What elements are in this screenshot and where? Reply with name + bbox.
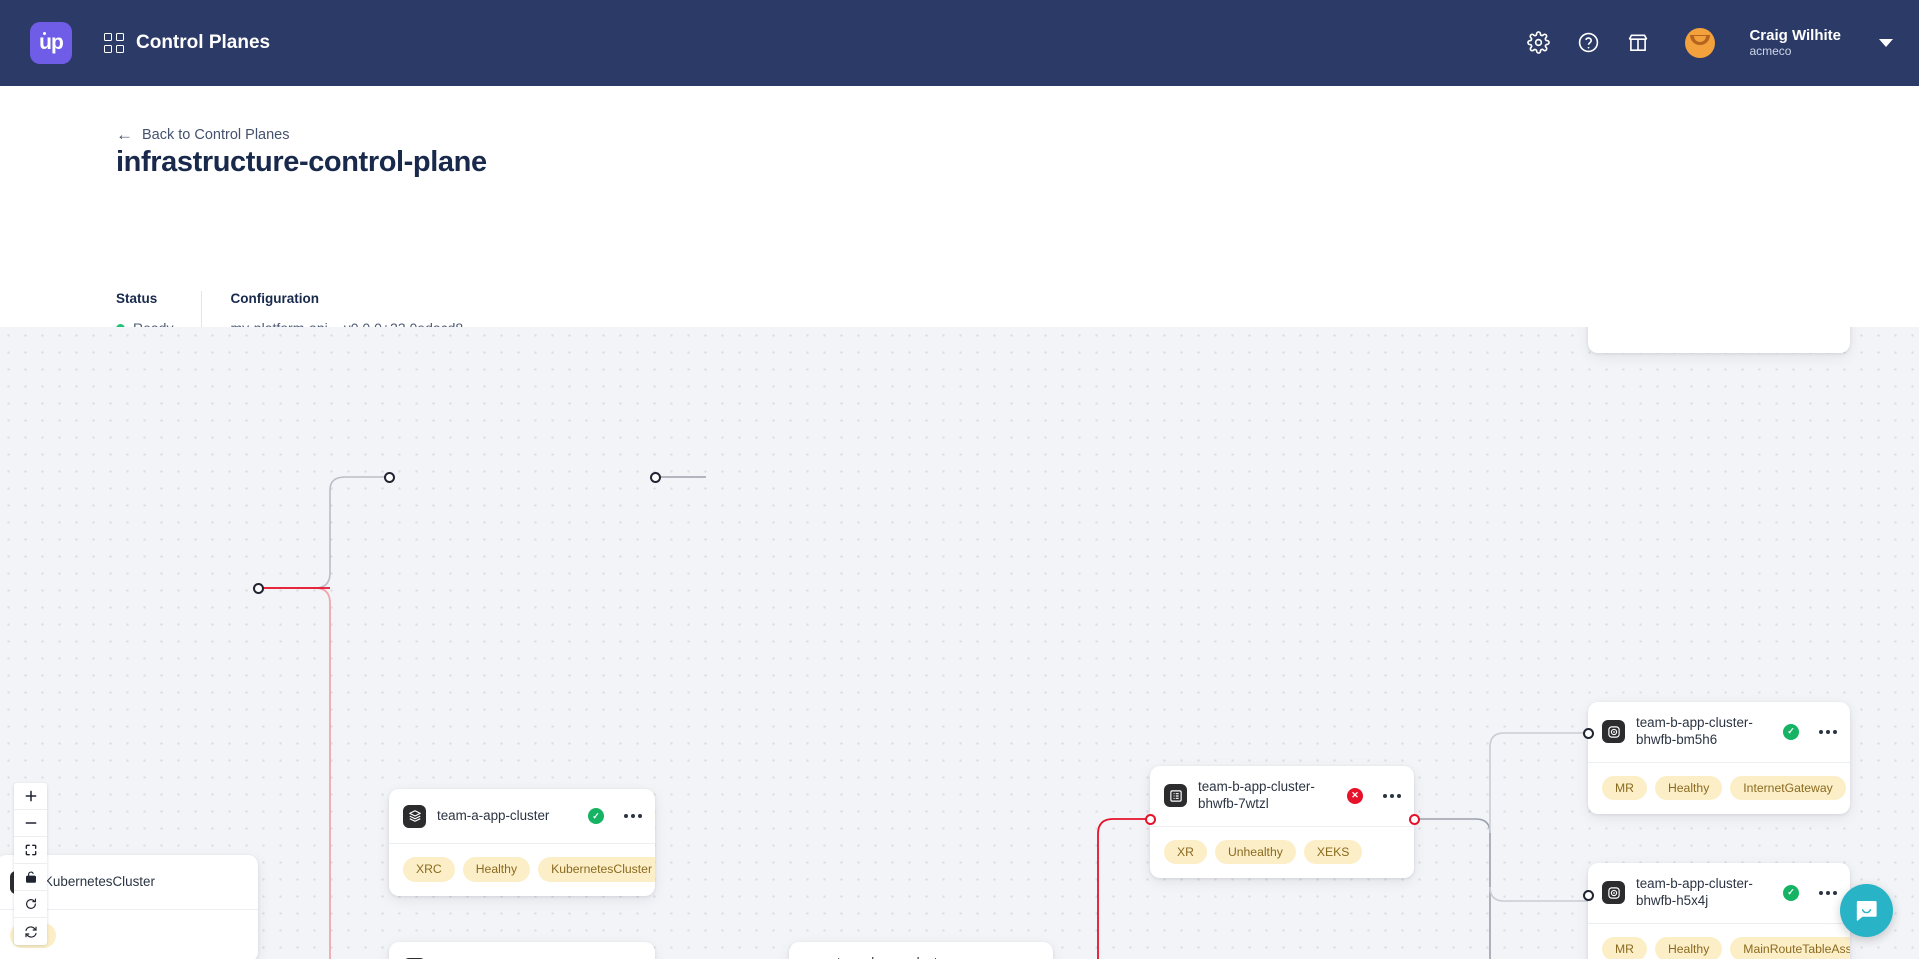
user-name: Craig Wilhite xyxy=(1749,27,1841,45)
pill-kind: XRC xyxy=(403,857,455,882)
resource-icon xyxy=(1602,720,1625,744)
status-healthy-icon: ✓ xyxy=(1783,884,1799,901)
pill-type: InternetGateway xyxy=(1730,775,1846,801)
node-title: team-a-app-cluster xyxy=(437,807,550,823)
node-title: team-b-app-cluster-bhwfb-h5x4j xyxy=(1636,876,1753,908)
status-healthy-icon: ✓ xyxy=(1783,723,1799,740)
node-bhwfb[interactable]: team-b-app-cluster-bhwfb ✕ XR Unhealthy … xyxy=(789,942,1053,959)
node-7wtzl[interactable]: team-b-app-cluster-bhwfb-7wtzl ✕ XR Unhe… xyxy=(1150,766,1414,879)
node-pills: XRC Healthy KubernetesCluster xyxy=(389,843,655,896)
node-menu-button[interactable] xyxy=(1819,729,1837,734)
port-bm5h6-in[interactable] xyxy=(1583,728,1594,739)
port-7wtzl-in[interactable] xyxy=(1145,814,1156,825)
grid-cell xyxy=(116,33,124,41)
graph-controls xyxy=(14,783,47,945)
node-pills: MR Healthy InternetGateway xyxy=(1588,761,1850,815)
pill-kind: XR xyxy=(1164,839,1207,865)
pill-health: Healthy xyxy=(462,857,531,882)
pill-health: Healthy xyxy=(1654,936,1723,959)
fit-view-button[interactable] xyxy=(14,837,47,864)
node-title: KubernetesCluster xyxy=(44,873,155,889)
grid-cell xyxy=(104,45,112,53)
zoom-in-button[interactable] xyxy=(14,783,47,810)
status-unhealthy-icon: ✕ xyxy=(1347,787,1363,804)
sync-icon[interactable] xyxy=(14,918,47,945)
pill-type: KubernetesCluster xyxy=(538,857,655,882)
zoom-out-button[interactable] xyxy=(14,810,47,837)
upbound-logo[interactable]: up xyxy=(30,22,72,64)
graph-edges xyxy=(258,476,1588,959)
lock-icon[interactable] xyxy=(14,864,47,891)
composite-icon xyxy=(1164,784,1187,808)
back-link-label: Back to Control Planes xyxy=(142,126,290,143)
top-nav-actions: Craig Wilhite acmeco xyxy=(1525,27,1893,58)
port-7wtzl-out[interactable] xyxy=(1409,814,1420,825)
node-bm5h6[interactable]: team-b-app-cluster-bhwfb-bm5h6 ✓ MR Heal… xyxy=(1588,702,1850,815)
status-label: Status xyxy=(116,291,158,306)
gear-icon[interactable] xyxy=(1525,30,1551,56)
grid-cell xyxy=(104,33,112,41)
chat-icon xyxy=(1856,901,1877,921)
configuration-label: Configuration xyxy=(230,291,319,306)
node-title: team-b-app-cluster-bhwfb xyxy=(837,955,975,959)
resource-graph-canvas[interactable]: K KubernetesCluster API team-a-app-clust… xyxy=(0,327,1919,959)
pill-kind: MR xyxy=(1602,775,1647,801)
node-header: team-b-app-cluster ✕ xyxy=(389,942,655,959)
marketplace-icon[interactable] xyxy=(1625,30,1651,56)
node-header: team-a-app-cluster ✓ xyxy=(389,789,655,843)
node-pills: XR Unhealthy XEKS xyxy=(1150,825,1414,879)
node-pills: MR Healthy MainRouteTableAssoc xyxy=(1588,922,1850,959)
node-header: team-b-app-cluster-bhwfb-h5x4j ✓ xyxy=(1588,863,1850,923)
resource-icon xyxy=(1602,881,1625,905)
grid-cell xyxy=(116,45,124,53)
pill-kind: MR xyxy=(1602,936,1647,959)
help-icon[interactable] xyxy=(1575,30,1601,56)
back-to-control-planes-link[interactable]: ← Back to Control Planes xyxy=(116,126,290,143)
node-menu-button[interactable] xyxy=(1819,890,1837,895)
pill-type: XEKS xyxy=(1303,839,1363,865)
node-team-a-app-cluster[interactable]: team-a-app-cluster ✓ XRC Healthy Kuberne… xyxy=(389,789,655,896)
chevron-down-icon[interactable] xyxy=(1879,38,1893,47)
node-h5x4j[interactable]: team-b-app-cluster-bhwfb-h5x4j ✓ MR Heal… xyxy=(1588,863,1850,959)
node-title: team-b-app-cluster-bhwfb-7wtzl xyxy=(1198,779,1315,811)
node-partial-top[interactable] xyxy=(1588,327,1850,353)
logo-text: up xyxy=(39,31,64,54)
status-healthy-icon: ✓ xyxy=(588,808,604,824)
refresh-icon[interactable] xyxy=(14,891,47,918)
pill-health: Healthy xyxy=(1654,775,1723,801)
node-team-b-app-cluster[interactable]: team-b-app-cluster ✕ XRC Unhealthy Kuber… xyxy=(389,942,655,959)
node-title: team-b-app-cluster-bhwfb-bm5h6 xyxy=(1636,715,1753,747)
page-title: infrastructure-control-plane xyxy=(116,146,487,178)
arrow-left-icon: ← xyxy=(116,125,133,144)
node-header: team-b-app-cluster-bhwfb-7wtzl ✕ xyxy=(1150,766,1414,826)
user-org: acmeco xyxy=(1749,43,1792,58)
node-menu-button[interactable] xyxy=(1383,793,1401,798)
node-header: team-b-app-cluster-bhwfb ✕ xyxy=(789,942,1053,959)
node-header: team-b-app-cluster-bhwfb-bm5h6 ✓ xyxy=(1588,702,1850,762)
logo-dot xyxy=(43,32,46,35)
meta-divider xyxy=(201,291,203,337)
pill-type: MainRouteTableAssoc xyxy=(1730,936,1850,959)
pill-health: Unhealthy xyxy=(1214,839,1296,865)
port-team-a-in[interactable] xyxy=(384,472,395,483)
chat-launcher-button[interactable] xyxy=(1840,884,1893,937)
layers-icon xyxy=(403,804,426,828)
nav-title: Control Planes xyxy=(136,32,271,53)
user-menu[interactable]: Craig Wilhite acmeco xyxy=(1749,27,1841,58)
port-team-a-out[interactable] xyxy=(650,472,661,483)
port-kubernetes-cluster-out[interactable] xyxy=(253,583,264,594)
node-menu-button[interactable] xyxy=(624,814,642,818)
top-navigation-bar: up Control Planes Craig xyxy=(0,0,1919,86)
page-header: ← Back to Control Planes infrastructure-… xyxy=(0,86,1919,403)
avatar[interactable] xyxy=(1685,27,1716,58)
grid-icon[interactable] xyxy=(104,33,124,53)
layers-icon xyxy=(403,957,426,959)
port-h5x4j-in[interactable] xyxy=(1583,890,1594,901)
